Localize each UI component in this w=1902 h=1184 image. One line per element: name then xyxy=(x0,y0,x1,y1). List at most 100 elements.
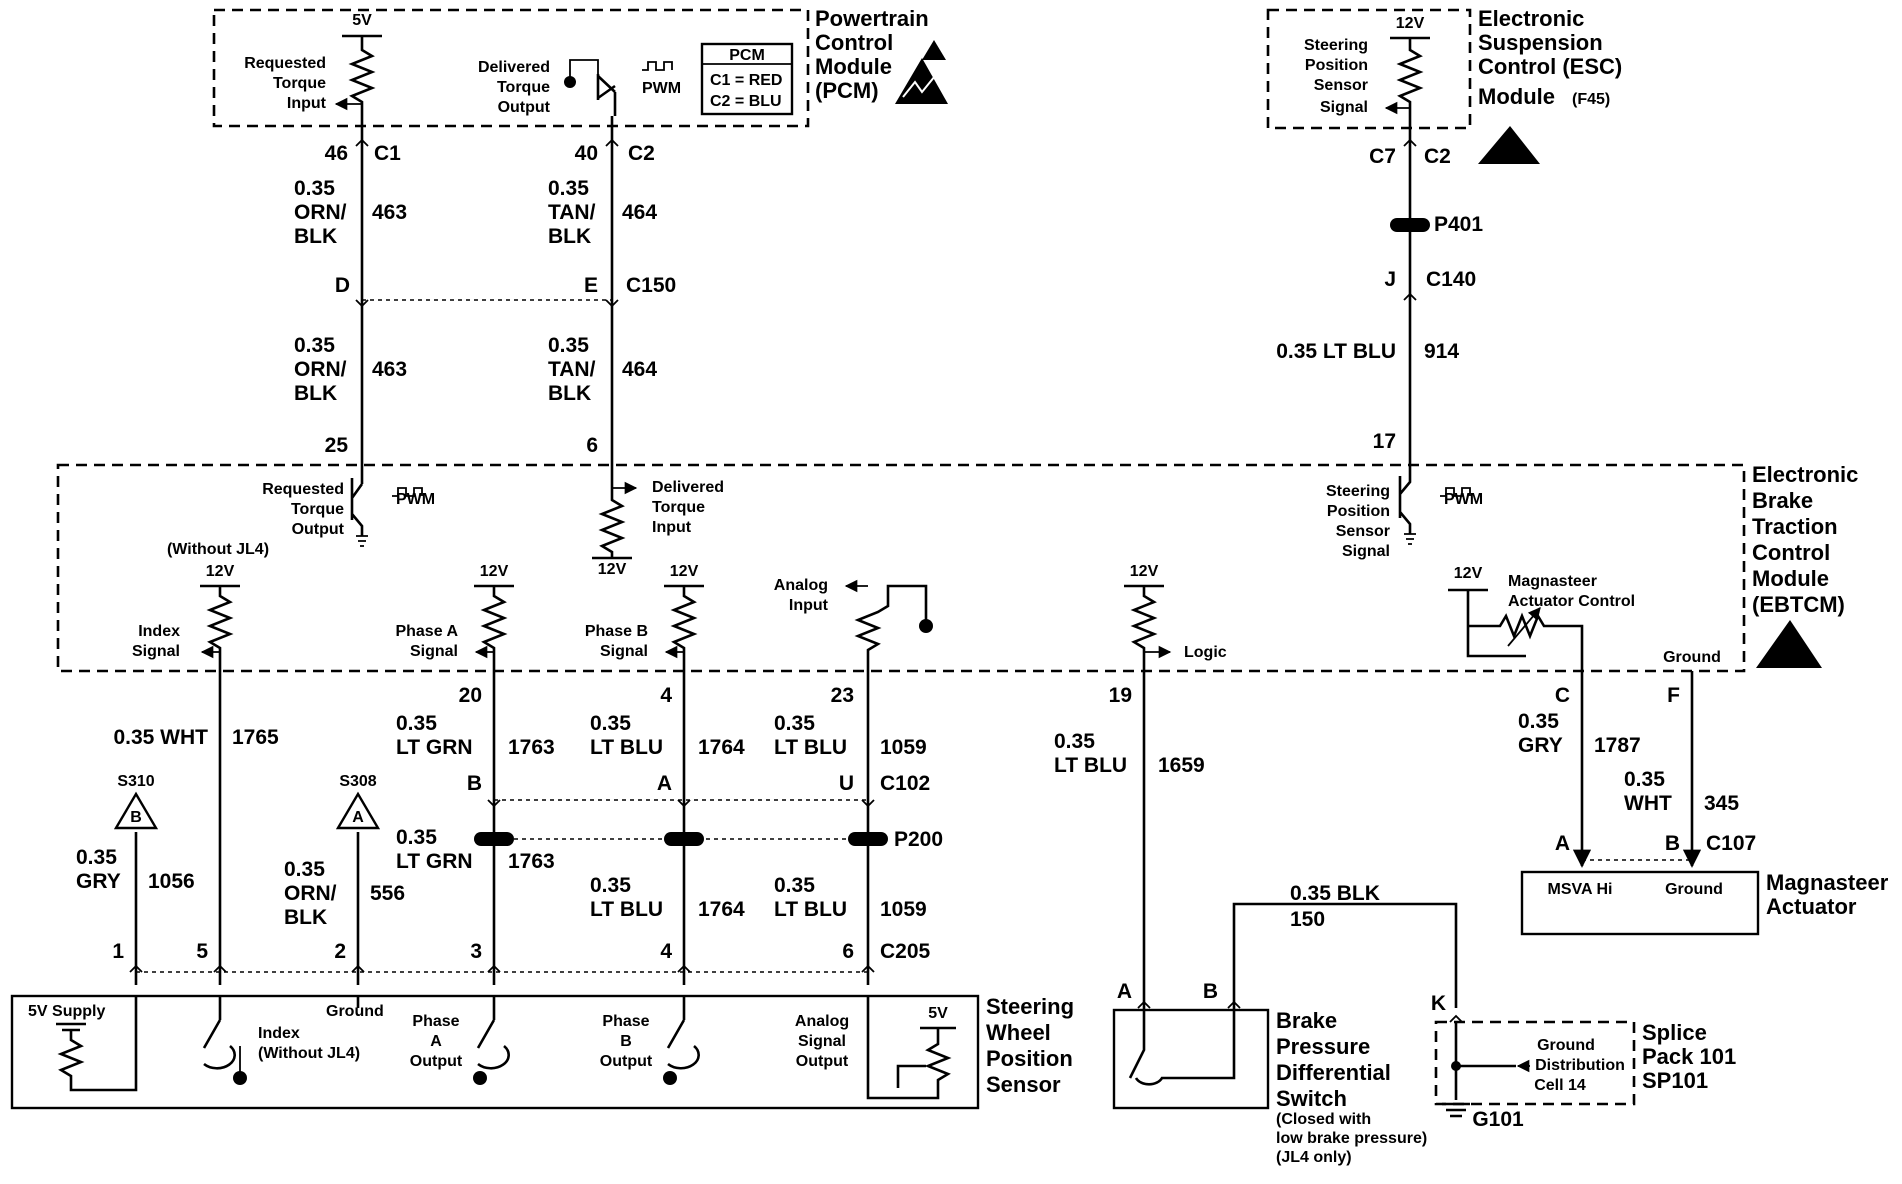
svg-text:LT BLU: LT BLU xyxy=(774,898,847,921)
svg-text:GRY: GRY xyxy=(1518,734,1563,757)
svg-text:12V: 12V xyxy=(1130,563,1159,580)
svg-text:Phase: Phase xyxy=(412,1013,459,1030)
svg-text:TAN/: TAN/ xyxy=(548,201,596,224)
switch-icon xyxy=(202,996,236,1070)
svg-text:1763: 1763 xyxy=(508,850,555,873)
svg-text:Magnasteer: Magnasteer xyxy=(1766,870,1889,895)
ebtcm-module: Electronic Brake Traction Control Module… xyxy=(56,462,1858,673)
svg-text:0.35: 0.35 xyxy=(1624,768,1665,791)
svg-text:Brake: Brake xyxy=(1276,1008,1337,1033)
pull-up-resistor-icon xyxy=(206,586,234,671)
svg-text:J: J xyxy=(1384,268,1396,291)
ground-icon xyxy=(1404,533,1416,545)
svg-text:Output: Output xyxy=(410,1053,463,1070)
pull-up-resistor-icon xyxy=(480,586,508,671)
svg-text:1787: 1787 xyxy=(1594,734,1641,757)
svg-text:S308: S308 xyxy=(339,773,376,790)
pcm-name-2: Control xyxy=(815,30,893,55)
svg-text:Torque: Torque xyxy=(652,499,705,516)
ground-icon xyxy=(473,1071,487,1085)
svg-text:Position: Position xyxy=(986,1046,1073,1071)
svg-text:Signal: Signal xyxy=(798,1033,846,1050)
svg-text:1056: 1056 xyxy=(148,870,195,893)
svg-text:Control (ESC): Control (ESC) xyxy=(1478,54,1622,79)
svg-text:C: C xyxy=(1555,684,1570,707)
ground-icon xyxy=(1442,1102,1470,1118)
svg-text:Logic: Logic xyxy=(1184,644,1227,661)
potentiometer-icon xyxy=(866,996,952,1100)
svg-text:Module: Module xyxy=(1752,566,1829,591)
pull-up-resistor-icon xyxy=(1396,38,1424,128)
connector-c205: 1 5 2 3 4 6 C205 xyxy=(112,940,931,973)
switch-icon xyxy=(1128,1008,1236,1086)
svg-text:C205: C205 xyxy=(880,940,931,963)
svg-text:ORN/: ORN/ xyxy=(294,201,347,224)
svg-text:Torque: Torque xyxy=(291,501,344,518)
pull-up-resistor-icon xyxy=(670,586,698,671)
svg-text:4: 4 xyxy=(660,684,672,707)
pin-6: 6 xyxy=(586,434,598,457)
pcm-module: Powertrain Control Module (PCM) PCM C1 =… xyxy=(212,6,948,128)
pull-down-resistor-icon xyxy=(854,584,928,671)
svg-text:LT BLU: LT BLU xyxy=(1054,754,1127,777)
svg-text:0.35: 0.35 xyxy=(548,177,589,200)
svg-text:Switch: Switch xyxy=(1276,1086,1347,1111)
svg-text:Sensor: Sensor xyxy=(1336,523,1390,540)
svg-text:(Without JL4): (Without JL4) xyxy=(167,541,269,558)
svg-text:Ground: Ground xyxy=(1663,649,1721,666)
wire-1764: 4 0.35 LT BLU 1764 A 0.35 LT BLU 1764 xyxy=(590,671,745,985)
svg-text:0.35: 0.35 xyxy=(76,846,117,869)
pcm-badge-title: PCM xyxy=(729,47,765,64)
svg-text:Signal: Signal xyxy=(132,643,180,660)
pull-up-resistor-icon xyxy=(1130,586,1158,671)
pin-c1: C1 xyxy=(374,142,401,165)
svg-text:Signal: Signal xyxy=(600,643,648,660)
wire-1659: 19 0.35 LT BLU 1659 xyxy=(1054,671,1205,1008)
svg-text:TAN/: TAN/ xyxy=(548,358,596,381)
wire-463: 46 C1 0.35 ORN/ BLK 463 D 0.35 ORN/ BLK … xyxy=(294,116,407,465)
svg-text:B: B xyxy=(1203,980,1218,1003)
wire-1763: 20 0.35 LT GRN 1763 B 0.35 LT GRN 1763 xyxy=(396,671,555,985)
svg-text:Output: Output xyxy=(600,1053,653,1070)
svg-text:G101: G101 xyxy=(1472,1108,1524,1131)
svg-text:0.35 LT BLU: 0.35 LT BLU xyxy=(1276,340,1396,363)
svg-text:463: 463 xyxy=(372,201,407,224)
esd-warning-icon xyxy=(922,40,946,60)
transistor-icon xyxy=(350,465,364,536)
svg-text:Module: Module xyxy=(1478,84,1555,109)
svg-text:Pressure: Pressure xyxy=(1276,1034,1370,1059)
svg-text:A: A xyxy=(1555,832,1570,855)
svg-text:Phase A: Phase A xyxy=(395,623,458,640)
svg-text:B: B xyxy=(130,809,142,826)
pcm-del-1: Delivered xyxy=(478,59,550,76)
svg-text:BLK: BLK xyxy=(294,382,337,405)
svg-text:LT BLU: LT BLU xyxy=(774,736,847,759)
svg-text:Phase: Phase xyxy=(602,1013,649,1030)
svg-text:0.35: 0.35 xyxy=(284,858,325,881)
pcm-name-4: (PCM) xyxy=(815,78,879,103)
svg-text:(F45): (F45) xyxy=(1572,91,1610,108)
ground-icon xyxy=(233,1071,247,1085)
svg-text:A: A xyxy=(1117,980,1132,1003)
svg-text:3: 3 xyxy=(470,940,482,963)
pcm-req-3: Input xyxy=(287,95,327,112)
svg-text:Steering: Steering xyxy=(1304,37,1368,54)
transistor-icon xyxy=(597,75,617,116)
ground-icon xyxy=(919,619,933,633)
pcm-badge xyxy=(700,42,794,116)
svg-text:(Without JL4): (Without JL4) xyxy=(258,1045,360,1062)
svg-text:12V: 12V xyxy=(598,561,627,578)
svg-text:Traction: Traction xyxy=(1752,514,1838,539)
svg-text:GRY: GRY xyxy=(76,870,121,893)
svg-text:0.35: 0.35 xyxy=(294,334,335,357)
svg-text:1765: 1765 xyxy=(232,726,279,749)
svg-text:5V Supply: 5V Supply xyxy=(28,1003,105,1020)
svg-text:Suspension: Suspension xyxy=(1478,30,1603,55)
svg-text:K: K xyxy=(1431,992,1446,1015)
pcm-req-1: Requested xyxy=(244,55,326,72)
pcm-del-2: Torque xyxy=(497,79,550,96)
wire-1765: 0.35 WHT 1765 xyxy=(113,671,279,985)
svg-text:Phase B: Phase B xyxy=(585,623,648,640)
svg-text:0.35: 0.35 xyxy=(1054,730,1095,753)
svg-text:LT GRN: LT GRN xyxy=(396,850,473,873)
